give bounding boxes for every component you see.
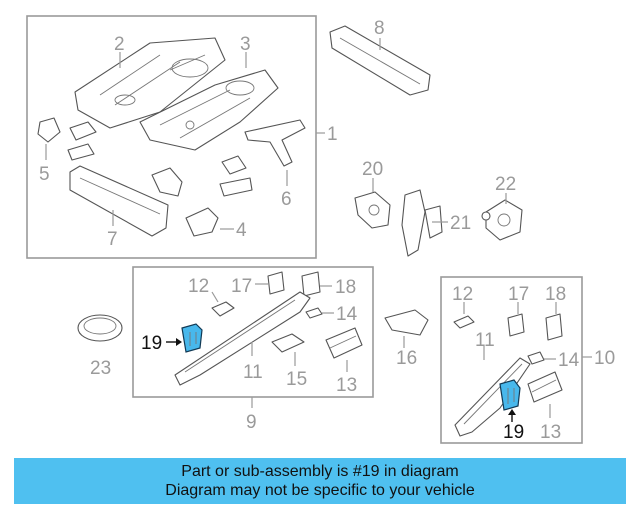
callout-3: 3 (240, 34, 251, 55)
callout-14-box10: 14 (558, 350, 580, 371)
part-8-panel (329, 25, 431, 96)
callout-20: 20 (362, 159, 383, 180)
part-5-bracket (37, 117, 97, 161)
callout-15: 15 (286, 369, 307, 390)
callout-2: 2 (114, 34, 125, 55)
callout-16: 16 (396, 348, 417, 369)
callout-5: 5 (39, 164, 50, 185)
info-banner: Part or sub-assembly is #19 in diagram D… (14, 458, 626, 504)
part-18-bracket-box10 (545, 313, 563, 341)
callout-17-box9: 17 (231, 276, 252, 297)
part-17-bracket-box10 (507, 313, 525, 337)
callout-21: 21 (450, 213, 471, 234)
callout-19-box10: 19 (503, 422, 524, 443)
callout-13-box9: 13 (336, 375, 357, 396)
part-13-box-box10 (527, 371, 563, 403)
part-18-bracket (301, 271, 321, 297)
callout-11-box9: 11 (243, 362, 263, 383)
callout-11-box10: 11 (475, 330, 495, 351)
callout-17-box10: 17 (508, 284, 529, 305)
callout-4: 4 (236, 220, 247, 241)
part-23-plug (77, 314, 123, 342)
part-14-pad-box10 (527, 351, 545, 365)
group-box-9 (132, 266, 374, 398)
part-17-bracket (267, 271, 285, 295)
part-20-bracket (354, 191, 391, 229)
part-2-front-floor (74, 37, 226, 129)
part-6-crossmember (244, 119, 306, 167)
part-19-highlight-box10 (499, 379, 521, 411)
part-4-bracket (185, 207, 219, 237)
callout-18-box9: 18 (335, 277, 356, 298)
callout-12-box9: 12 (188, 276, 209, 297)
part-12-clip (211, 301, 235, 317)
callout-12-box10: 12 (452, 284, 473, 305)
callout-22: 22 (495, 174, 516, 195)
part-12-clip-box10 (453, 315, 475, 329)
group-box-10 (440, 276, 583, 444)
callout-19-box9: 19 (141, 333, 162, 354)
callout-7: 7 (107, 229, 118, 250)
callout-18-box10: 18 (545, 284, 566, 305)
part-13-box (325, 327, 363, 359)
part-11-rocker (174, 291, 311, 386)
callout-8: 8 (374, 18, 385, 39)
part-16-bracket (384, 309, 429, 336)
part-11-rocker-box10 (454, 357, 531, 437)
part-19-highlight-box9 (181, 323, 203, 353)
callout-1: 1 (327, 124, 338, 145)
callout-23: 23 (90, 358, 111, 379)
banner-line-2: Diagram may not be specific to your vehi… (165, 482, 475, 499)
part-22-cap (481, 199, 523, 241)
callout-14-box9: 14 (336, 304, 358, 325)
part-7-side-rail (69, 165, 169, 237)
callout-13-box10: 13 (540, 422, 561, 443)
part-14-pad (305, 307, 323, 319)
part-misc-brackets (151, 155, 253, 197)
callout-9: 9 (246, 412, 257, 433)
callout-6: 6 (281, 189, 292, 210)
callout-10: 10 (594, 348, 615, 369)
group-box-1 (26, 15, 317, 259)
part-3-rear-floor (139, 69, 279, 151)
part-15-plate (271, 333, 305, 353)
banner-line-1: Part or sub-assembly is #19 in diagram (181, 463, 459, 480)
part-21-pillar (401, 189, 443, 257)
